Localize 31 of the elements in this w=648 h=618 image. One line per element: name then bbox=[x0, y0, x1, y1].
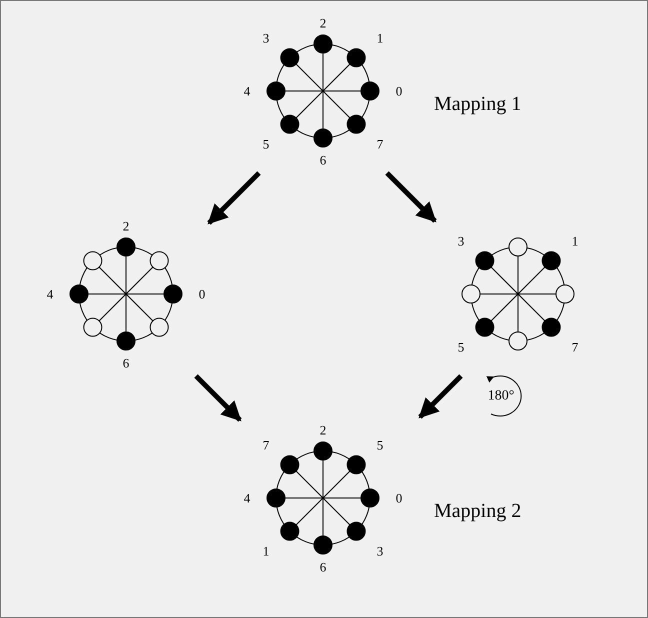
point-label: 0 bbox=[198, 288, 206, 300]
point-label: 6 bbox=[320, 560, 326, 574]
arrow bbox=[385, 171, 437, 223]
arrow bbox=[194, 374, 242, 422]
point-label: 0 bbox=[396, 492, 402, 504]
mapping-label: Mapping 1 bbox=[434, 93, 522, 115]
mapping-label: Mapping 2 bbox=[434, 500, 522, 522]
point-label: 7 bbox=[572, 340, 578, 354]
point-label: 1 bbox=[262, 544, 270, 558]
point-label: 1 bbox=[376, 32, 384, 44]
point-label: 3 bbox=[458, 234, 464, 248]
point-label: 5 bbox=[376, 438, 384, 452]
point-label: 2 bbox=[320, 424, 326, 436]
point-label: 5 bbox=[458, 340, 464, 354]
point-label: 2 bbox=[122, 220, 130, 232]
point-label: 5 bbox=[262, 138, 270, 150]
point-label: 6 bbox=[122, 356, 130, 370]
point-label: 7 bbox=[262, 438, 270, 452]
rotation-label: 180° bbox=[488, 390, 514, 402]
point-label: 0 bbox=[396, 84, 402, 98]
point-label: 1 bbox=[572, 234, 578, 248]
point-label: 4 bbox=[244, 492, 250, 504]
point-label: 6 bbox=[320, 154, 326, 166]
point-label: 2 bbox=[320, 16, 326, 30]
point-label: 4 bbox=[244, 84, 250, 98]
point-label: 7 bbox=[376, 138, 384, 150]
arrow bbox=[207, 171, 261, 225]
point-label: 3 bbox=[376, 544, 384, 558]
point-label: 4 bbox=[46, 288, 54, 300]
point-label: 3 bbox=[262, 32, 270, 44]
arrow bbox=[418, 374, 463, 419]
